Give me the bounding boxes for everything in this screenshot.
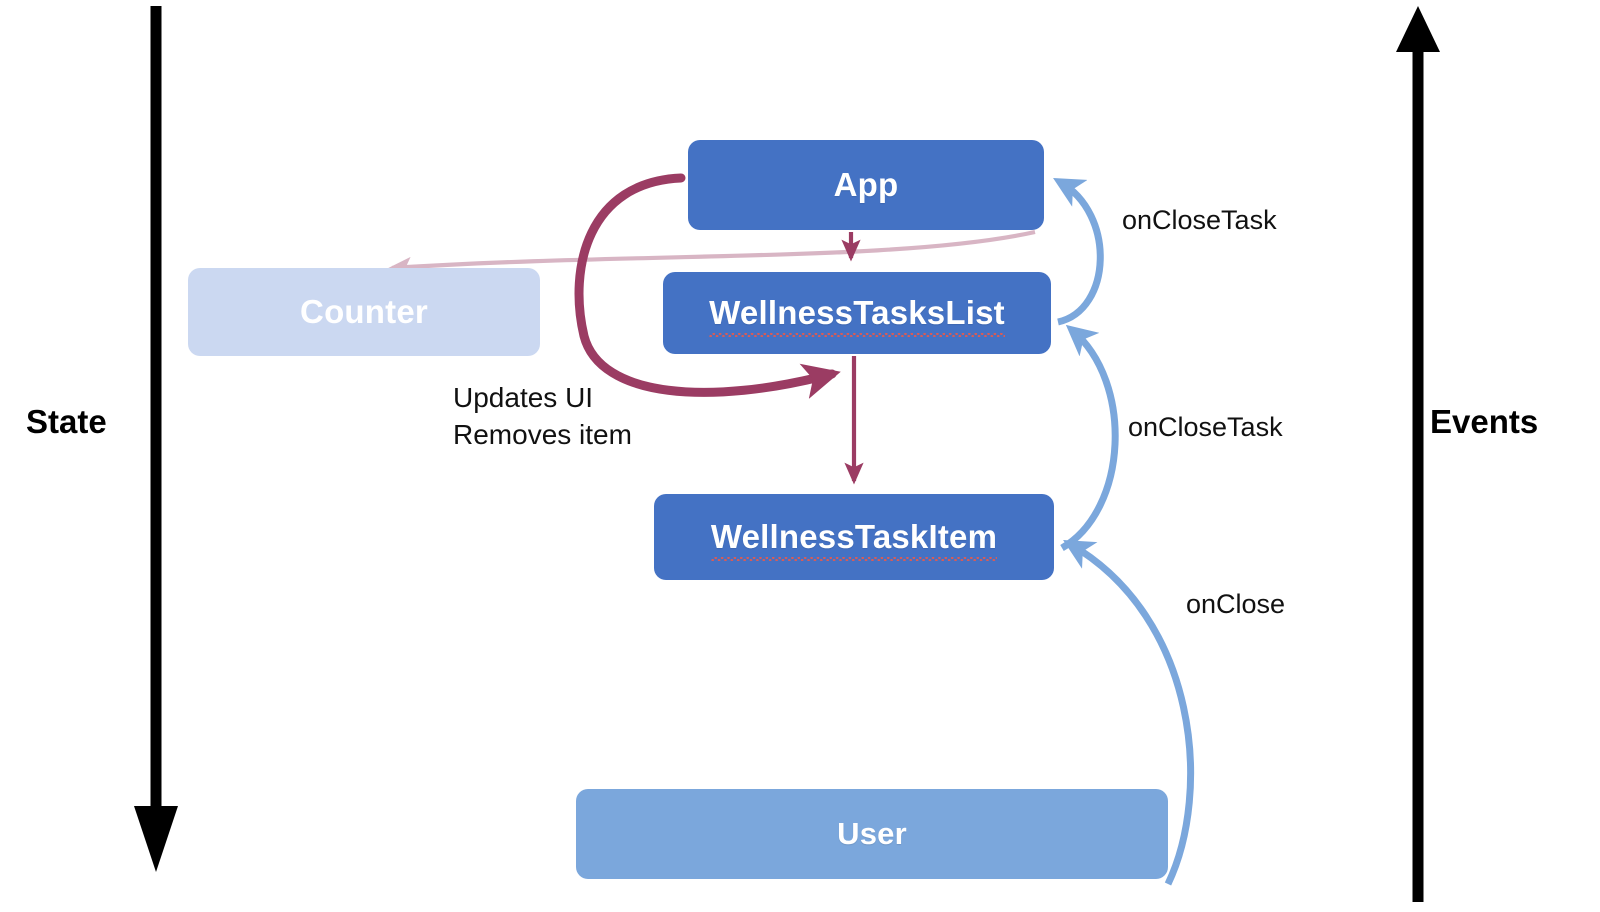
node-wellnesstaskslist-label: WellnessTasksList [709, 294, 1005, 337]
edge-label-onclosetask-item-to-list: onCloseTask [1128, 412, 1283, 442]
edge-state-loop [574, 173, 841, 399]
edge-label-onclose-user-to-item: onClose [1186, 589, 1286, 619]
edge-app-to-counter [387, 229, 1036, 277]
node-app[interactable]: App [688, 140, 1044, 230]
node-wellnesstaskitem[interactable]: WellnessTaskItem [654, 494, 1054, 580]
node-wellnesstaskitem-label: WellnessTaskItem [710, 518, 998, 561]
axis-label-state: State [26, 403, 107, 440]
edge-label-removes-item: Removes item [453, 418, 632, 450]
node-counter[interactable]: Counter [188, 268, 540, 356]
edge-list-to-app [1053, 178, 1104, 326]
state-axis-arrow [134, 6, 178, 872]
edge-item-to-list [1060, 324, 1119, 552]
edge-label-state-loop: Updates UI Removes item [453, 380, 632, 454]
node-wellnesstaskslist[interactable]: WellnessTasksList [663, 272, 1051, 354]
edge-label-updates-ui: Updates UI [453, 382, 594, 413]
events-axis-arrow [1396, 6, 1440, 902]
edge-label-onclosetask-list-to-app: onCloseTask [1122, 205, 1277, 235]
node-user[interactable]: User [576, 789, 1168, 879]
node-user-label: User [837, 816, 907, 851]
node-counter-label: Counter [300, 293, 428, 330]
node-app-label: App [833, 166, 899, 203]
edge-user-to-item [1063, 539, 1195, 886]
axis-label-events: Events [1430, 403, 1539, 440]
